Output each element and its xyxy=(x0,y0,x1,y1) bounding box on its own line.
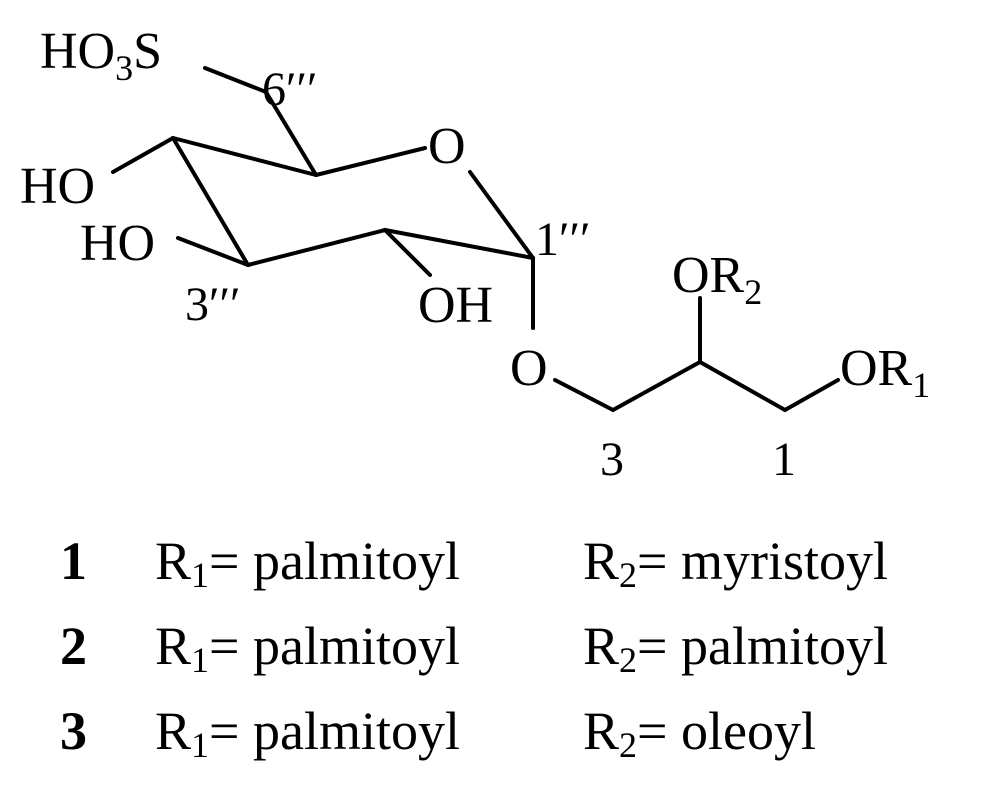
bond-c6-c5 xyxy=(264,90,318,177)
r1-substituent: R1= palmitoyl xyxy=(155,531,460,595)
bond-c4-o4 xyxy=(111,136,175,174)
r2-substituent: R2= myristoyl xyxy=(583,531,888,595)
structure-diagram: HO3S 6′′′ O HO HO 3′′′ OH 1′′′ O OR2 OR1… xyxy=(20,23,930,486)
bond-g2-g1 xyxy=(698,360,787,412)
r2-substituent: R2= oleoyl xyxy=(583,701,816,765)
bond-c2-c1 xyxy=(383,228,535,260)
bond-c3-o3 xyxy=(176,236,250,267)
bond-oring-c1 xyxy=(468,170,535,260)
or2-group-label: OR2 xyxy=(672,247,762,312)
bond-s-c6 xyxy=(203,66,268,94)
locant-1-glycerol-label: 1 xyxy=(772,433,796,486)
glycosidic-oxygen-label: O xyxy=(510,340,548,397)
bond-c5-c4 xyxy=(171,136,318,177)
hydroxyl-3-label: HO xyxy=(80,215,155,272)
bond-oglyc-g3 xyxy=(553,378,615,412)
ring-oxygen-label: O xyxy=(428,118,466,175)
locant-3-sugar-label: 3′′′ xyxy=(185,278,241,331)
bond-c5-oring xyxy=(314,146,427,177)
locant-6-label: 6′′′ xyxy=(262,63,318,116)
compound-id: 3 xyxy=(60,701,87,761)
hydroxyl-2-label: OH xyxy=(418,277,493,334)
r2-substituent: R2= palmitoyl xyxy=(583,616,888,680)
or1-group-label: OR1 xyxy=(840,340,930,405)
bond-g3-g2 xyxy=(611,360,702,412)
bond-lines xyxy=(111,66,840,412)
bond-c3-c2 xyxy=(246,228,387,267)
sulfonic-group-label: HO3S xyxy=(40,23,162,88)
locant-3-glycerol-label: 3 xyxy=(600,433,624,486)
bond-c4-c3 xyxy=(171,136,250,267)
compound-id: 2 xyxy=(60,616,87,676)
bond-c2-o2 xyxy=(383,228,432,277)
compound-id: 1 xyxy=(60,531,87,591)
bond-g1-o1g xyxy=(783,378,840,412)
hydroxyl-4-label: HO xyxy=(20,158,95,215)
r1-substituent: R1= palmitoyl xyxy=(155,616,460,680)
r1-substituent: R1= palmitoyl xyxy=(155,701,460,765)
locant-1-label: 1′′′ xyxy=(535,213,591,266)
